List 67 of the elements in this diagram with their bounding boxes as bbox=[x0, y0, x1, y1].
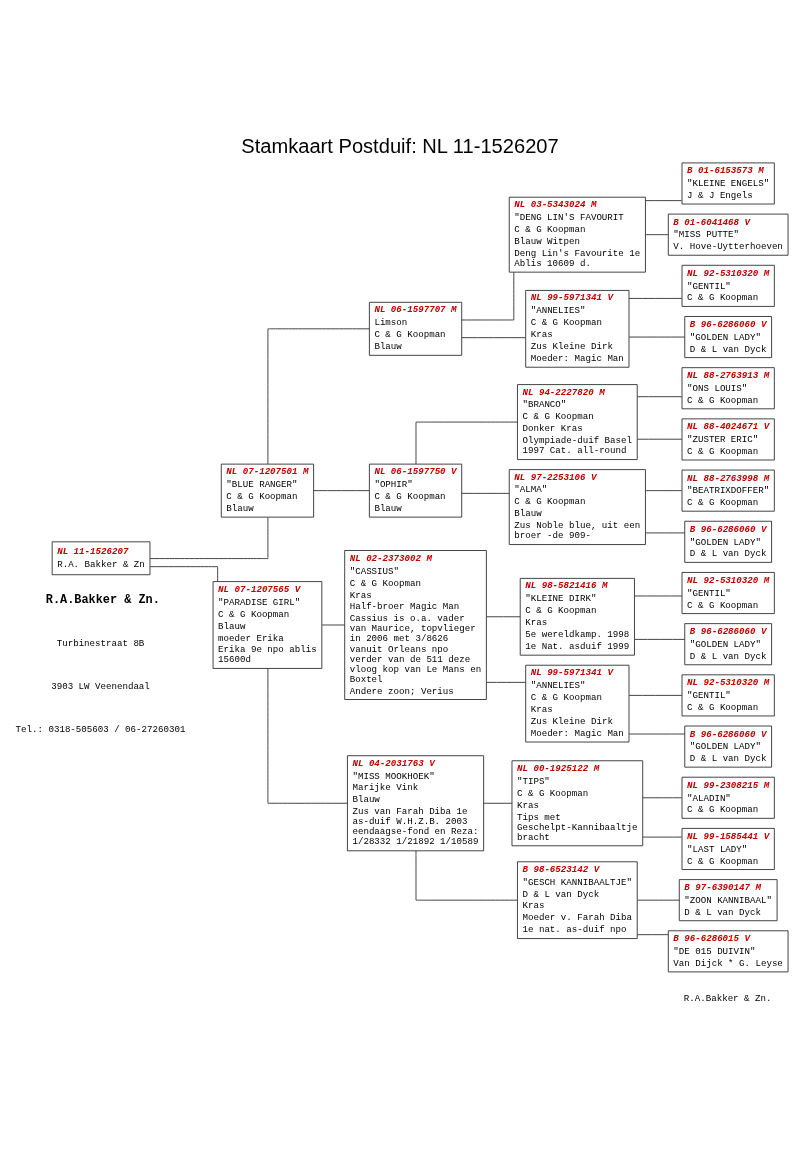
node-box: B 98-6523142 V "GESCH KANNIBAALTJE" D & L van Dyck Kras Moeder v. Farah Diba 1e nat. as-duif npo bbox=[517, 861, 638, 939]
node-box: B 01-6041468 V "MISS PUTTE" V. Hove-Uytterhoeven bbox=[667, 213, 789, 256]
connector bbox=[486, 681, 527, 683]
connector bbox=[628, 297, 683, 299]
node-box: NL 98-5821416 M "KLEINE DIRK" C & G Koopman Kras 5e wereldkamp. 1998 1e Nat. asduif 1999 bbox=[519, 577, 635, 656]
node-box: NL 07-1207501 M "BLUE RANGER" C & G Koopman Blauw bbox=[220, 463, 315, 518]
node-box: B 96-6286015 V "DE 015 DUIVIN" Van Dijck * G. Leyse bbox=[667, 930, 789, 973]
node-box: NL 97-2253106 V "ALMA" C & G Koopman Blauw Zus Noble blue, uit een broer -de 909- bbox=[508, 469, 646, 545]
connector bbox=[642, 836, 683, 838]
connector bbox=[636, 438, 683, 440]
node-box: NL 99-5971341 V "ANNELIES" C & G Koopman Kras Zus Kleine Dirk Moeder: Magic Man bbox=[525, 664, 630, 743]
label: R.A.Bakker & Zn. bbox=[45, 593, 160, 608]
node-box: B 01-6153573 M "KLEINE ENGELS" J & J Engels bbox=[681, 162, 775, 205]
connector bbox=[628, 694, 683, 696]
connector bbox=[415, 850, 518, 901]
label: 3903 LW Veenendaal bbox=[51, 681, 150, 693]
node-box: B 96-6286060 V "GOLDEN LADY" D & L van Dyck bbox=[684, 520, 773, 563]
label: Tel.: 0318-505603 / 06-27260301 bbox=[15, 724, 186, 736]
node-box: NL 94-2227820 M "BRANCO" C & G Koopman Donker Kras Olympiade-duif Basel 1997 Cat. all-round bbox=[517, 384, 638, 460]
connector bbox=[483, 802, 513, 804]
connector bbox=[149, 517, 269, 560]
connector bbox=[645, 234, 669, 236]
connector bbox=[636, 934, 669, 936]
node-box: B 96-6286060 V "GOLDEN LADY" D & L van Dyck bbox=[684, 725, 773, 768]
node-box: NL 04-2031763 V "MISS MOOKHOEK" Marijke Vink Blauw Zus van Farah Diba 1e as-duif W.H.Z.B. 2003 eendaagse-fond en Reza: 1/28332 1/21892 1/10589 bbox=[347, 755, 485, 852]
node-box: NL 92-5310320 M "GENTIL" C & G Koopman bbox=[681, 264, 775, 307]
node-box: B 96-6286060 V "GOLDEN LADY" D & L van Dyck bbox=[684, 316, 773, 359]
node-box: NL 88-4024671 V "ZUSTER ERIC" C & G Koopman bbox=[681, 418, 775, 461]
node-box: NL 92-5310320 M "GENTIL" C & G Koopman bbox=[681, 572, 775, 615]
connector bbox=[636, 396, 683, 398]
node-box: NL 06-1597707 M Limson C & G Koopman Blauw bbox=[368, 301, 463, 356]
connector bbox=[628, 336, 686, 338]
connector bbox=[461, 492, 510, 494]
connector bbox=[267, 668, 348, 804]
node-box: NL 88-2763998 M "BEATRIXDOFFER" C & G Koopman bbox=[681, 469, 775, 512]
connector bbox=[415, 421, 518, 465]
node-box: NL 07-1207565 V "PARADISE GIRL" C & G Koopman Blauw moeder Erika Erika 9e npo ablis 15600d bbox=[212, 581, 323, 669]
node-box: NL 03-5343024 M "DENG LIN'S FAVOURIT C & G Koopman Blauw Witpen Deng Lin's Favourite 1e Ablis 10609 d. bbox=[508, 196, 646, 273]
connector bbox=[628, 733, 686, 735]
node-box: NL 88-2763913 M "ONS LOUIS" C & G Koopman bbox=[681, 367, 775, 410]
connector bbox=[645, 490, 683, 492]
connector bbox=[486, 616, 521, 618]
connector bbox=[634, 595, 683, 597]
node-box: NL 00-1925122 M "TIPS" C & G Koopman Kras Tips met Geschelpt-Kannibaaltje bracht bbox=[511, 760, 644, 847]
connector bbox=[642, 797, 683, 799]
label: Turbinestraat 8B bbox=[56, 638, 145, 650]
node-box: NL 11-1526207 R.A. Bakker & Zn bbox=[51, 541, 151, 576]
connector bbox=[461, 271, 515, 321]
connector bbox=[634, 638, 686, 640]
node-box: B 97-6390147 M "ZOON KANNIBAAL" D & L van Dyck bbox=[678, 879, 778, 922]
connector bbox=[321, 624, 346, 626]
node-box: NL 99-5971341 V "ANNELIES" C & G Koopman Kras Zus Kleine Dirk Moeder: Magic Man bbox=[525, 289, 630, 368]
node-box: NL 02-2373002 M "CASSIUS" C & G Koopman Kras Half-broer Magic Man Cassius is o.a. vader van Maurice, topvlieger in 2006 met 3/8626 vanuit Orleans npo verder van de 511 deze vloog kop van Le Mans en Boxtel Andere zoon; Verius bbox=[344, 550, 487, 700]
node-box: NL 99-2308215 M "ALADIN" C & G Koopman bbox=[681, 776, 775, 819]
connector bbox=[149, 566, 219, 582]
connector bbox=[636, 899, 680, 901]
node-box: NL 06-1597750 V "OPHIR" C & G Koopman Blauw bbox=[368, 463, 463, 518]
label: R.A.Bakker & Zn. bbox=[683, 993, 772, 1005]
diagram-title: Stamkaart Postduif: NL 11-1526207 bbox=[241, 135, 559, 158]
node-box: NL 92-5310320 M "GENTIL" C & G Koopman bbox=[681, 674, 775, 717]
node-box: NL 99-1585441 V "LAST LADY" C & G Koopman bbox=[681, 827, 775, 870]
connector bbox=[313, 490, 370, 492]
connector bbox=[645, 200, 683, 202]
connector bbox=[267, 328, 370, 465]
connector bbox=[645, 532, 686, 534]
node-box: B 96-6286060 V "GOLDEN LADY" D & L van Dyck bbox=[684, 623, 773, 666]
connector bbox=[461, 337, 527, 339]
